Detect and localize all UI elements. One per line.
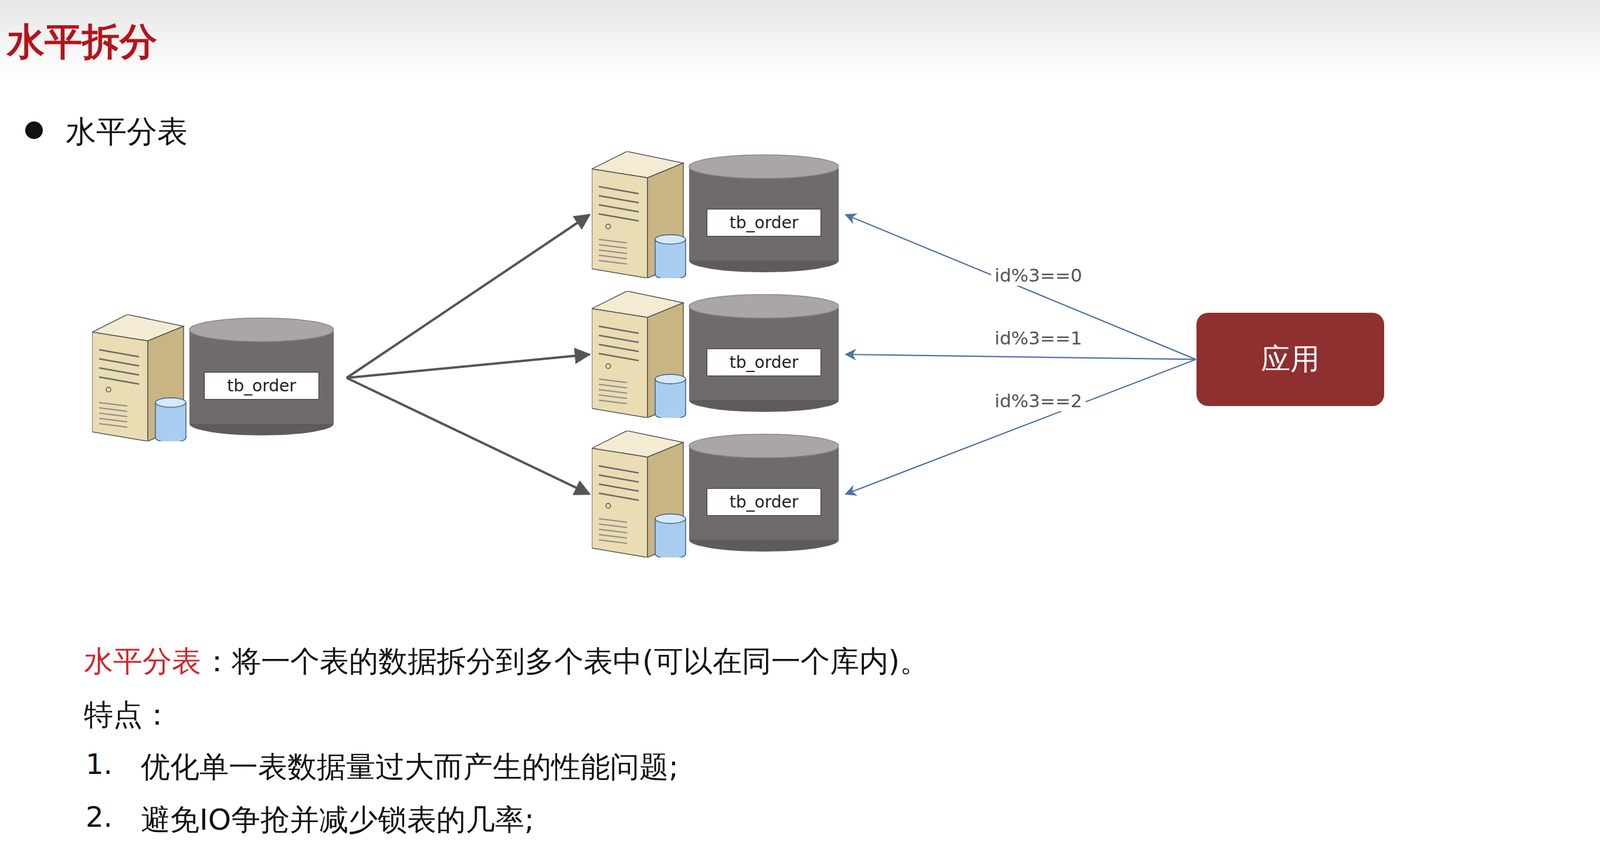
- table-name: tb_order: [706, 348, 822, 376]
- arrow-connector: [845, 214, 1196, 360]
- server-icon: [92, 314, 186, 442]
- database-server: tb_order: [591, 430, 839, 558]
- database-server: tb_order: [92, 314, 334, 442]
- table-name: tb_order: [706, 208, 822, 237]
- feature-item: 优化单一表数据量过大而产生的性能问题;: [140, 747, 679, 787]
- edge-label: id%3==0: [991, 264, 1086, 286]
- list-number: 1.: [85, 747, 113, 781]
- edge-label: id%3==2: [991, 390, 1086, 412]
- edge-label: id%3==1: [991, 327, 1086, 349]
- server-icon: [591, 151, 686, 279]
- server-icon: [591, 290, 686, 418]
- arrow-connector: [346, 214, 590, 378]
- database-server: tb_order: [591, 290, 839, 418]
- server-icon: [591, 430, 686, 558]
- slide-title: 水平拆分: [7, 16, 158, 68]
- feature-item: 避免IO争抢并减少锁表的几率;: [140, 800, 535, 840]
- database-cylinder: [689, 294, 839, 412]
- table-name: tb_order: [204, 371, 319, 400]
- bullet-text: 水平分表: [65, 111, 188, 153]
- database-cylinder: [189, 317, 334, 436]
- arrow-connector: [845, 354, 1196, 360]
- bullet-dot: [25, 121, 43, 140]
- term-heading: 水平分表: [83, 641, 202, 681]
- feature-heading: 特点：: [83, 695, 172, 735]
- arrow-connector: [845, 359, 1196, 495]
- application-box: 应用: [1195, 312, 1385, 407]
- database-server: tb_order: [591, 151, 839, 279]
- title-band-fill: [0, 0, 1600, 77]
- definition-text: ：将一个表的数据拆分到多个表中(可以在同一个库内)。: [202, 641, 930, 681]
- database-cylinder: [689, 434, 839, 552]
- title-band: [0, 0, 1600, 77]
- list-number: 2.: [85, 800, 113, 833]
- arrow-connector: [346, 377, 590, 494]
- arrow-connector: [346, 354, 590, 378]
- table-name: tb_order: [706, 487, 822, 516]
- database-cylinder: [689, 154, 839, 273]
- app-label: 应用: [1260, 339, 1320, 379]
